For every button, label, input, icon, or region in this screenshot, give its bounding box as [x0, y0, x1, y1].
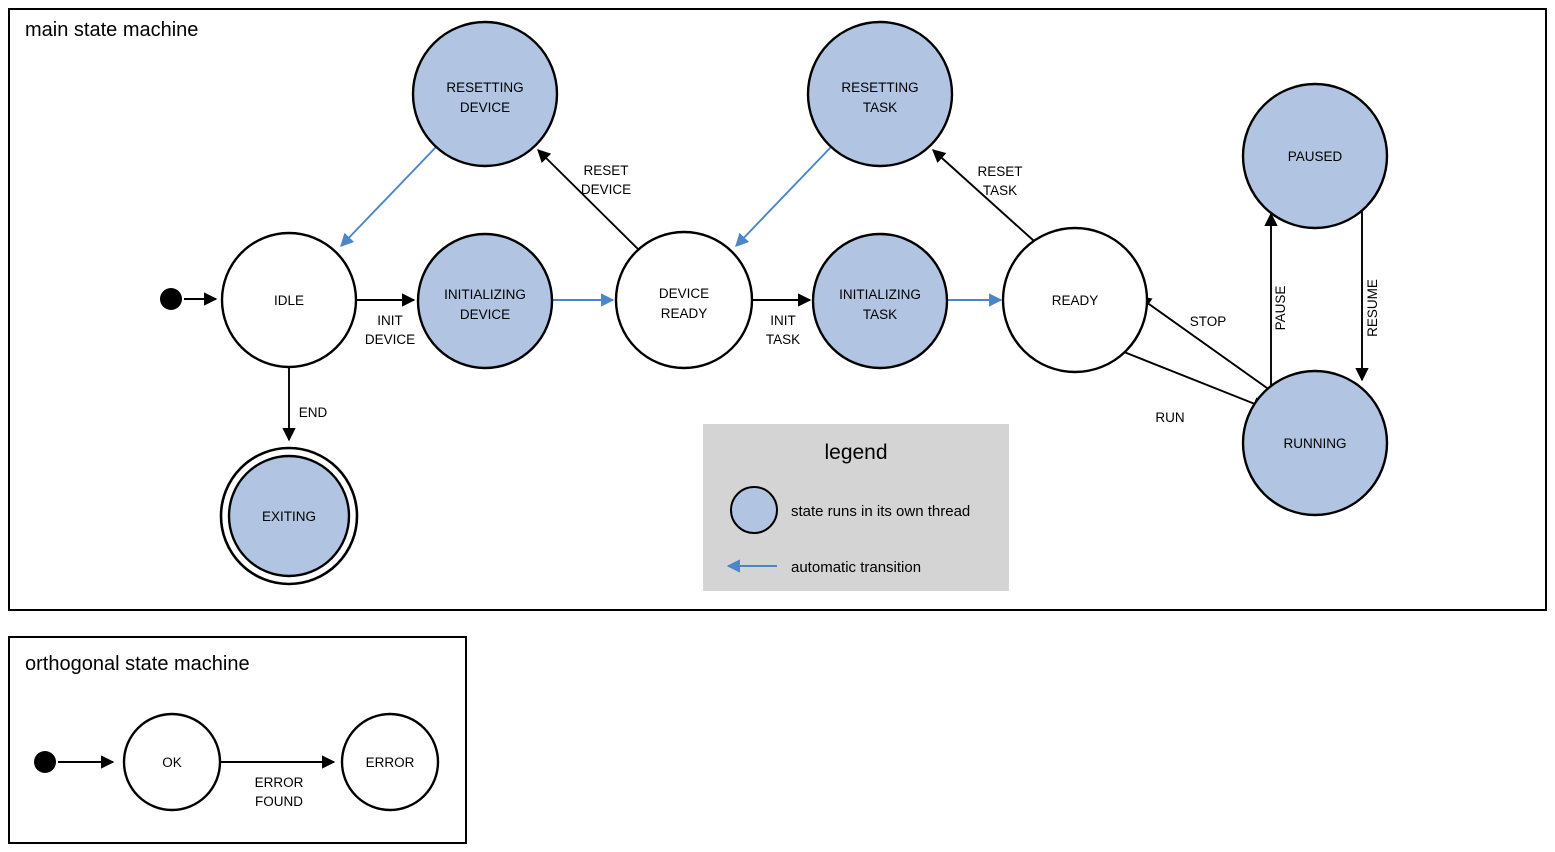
- state-paused[interactable]: PAUSED: [1241, 82, 1389, 230]
- edge-label-reset-task-line2: TASK: [983, 183, 1017, 198]
- state-error-shape[interactable]: [340, 712, 440, 812]
- edge-label-reset-device-line1: RESET: [583, 163, 628, 178]
- states-layer: IDLE RESETTING DEVICE INITIALIZING DEVIC…: [219, 20, 1389, 586]
- state-ok-label: OK: [162, 755, 182, 770]
- orthogonal-state-machine-frame: orthogonal state machine ERROR FOUND OK …: [8, 636, 467, 844]
- edge-label-error-found-line1: ERROR: [255, 775, 304, 790]
- edge-ready-to-resetting-task: [932, 149, 1035, 242]
- state-exiting-shape[interactable]: [227, 454, 351, 578]
- state-resetting-task-label-line2: TASK: [863, 100, 897, 115]
- state-resetting-task-shape[interactable]: [806, 20, 954, 168]
- state-error[interactable]: ERROR: [340, 712, 440, 812]
- main-frame-title: main state machine: [25, 19, 198, 41]
- initial-state-dot: [160, 288, 182, 310]
- state-device-ready-label-line2: READY: [661, 306, 708, 321]
- edge-running-to-ready: [1137, 296, 1268, 389]
- state-ok[interactable]: OK: [122, 712, 222, 812]
- state-resetting-task-label-line1: RESETTING: [841, 80, 918, 95]
- state-initializing-task-label-line2: TASK: [863, 307, 897, 322]
- state-running[interactable]: RUNNING: [1241, 369, 1389, 517]
- state-exiting-label: EXITING: [262, 509, 316, 524]
- edge-label-init-task-line1: INIT: [770, 313, 796, 328]
- state-idle-shape[interactable]: [220, 231, 358, 369]
- state-paused-label: PAUSED: [1288, 149, 1343, 164]
- legend-title: legend: [824, 441, 887, 464]
- state-initializing-device-label-line2: DEVICE: [460, 307, 510, 322]
- state-idle[interactable]: IDLE: [220, 231, 358, 369]
- state-resetting-device-label-line2: DEVICE: [460, 100, 510, 115]
- state-ready[interactable]: READY: [1001, 226, 1149, 374]
- edge-label-pause: PAUSE: [1273, 286, 1288, 331]
- state-resetting-device[interactable]: RESETTING DEVICE: [411, 20, 559, 168]
- legend-auto-transition-text: automatic transition: [791, 559, 921, 576]
- state-resetting-device-shape[interactable]: [411, 20, 559, 168]
- edge-label-resume: RESUME: [1365, 279, 1380, 337]
- transition-labels-layer: INIT DEVICE END RESET DEVICE INIT TASK R…: [299, 163, 1380, 425]
- state-initializing-device-shape[interactable]: [416, 232, 554, 370]
- transitions-layer: [184, 146, 1369, 442]
- edge-device-ready-to-resetting-device: [537, 149, 641, 252]
- state-paused-shape[interactable]: [1241, 82, 1389, 230]
- state-ready-shape[interactable]: [1001, 226, 1149, 374]
- state-ready-label: READY: [1052, 293, 1099, 308]
- state-resetting-task[interactable]: RESETTING TASK: [806, 20, 954, 168]
- edge-label-error-found-line2: FOUND: [255, 794, 303, 809]
- orthogonal-initial-state-dot: [34, 751, 56, 773]
- state-exiting[interactable]: EXITING: [219, 446, 359, 586]
- state-running-label: RUNNING: [1284, 436, 1347, 451]
- state-initializing-device[interactable]: INITIALIZING DEVICE: [416, 232, 554, 370]
- state-device-ready-label-line1: DEVICE: [659, 286, 709, 301]
- state-initializing-device-label-line1: INITIALIZING: [444, 287, 526, 302]
- edge-ready-to-running: [1123, 351, 1267, 410]
- legend: legend state runs in its own thread auto…: [703, 424, 1009, 591]
- legend-thread-state-swatch: [730, 486, 778, 534]
- state-initializing-task[interactable]: INITIALIZING TASK: [811, 232, 949, 370]
- edge-label-init-task-line2: TASK: [766, 332, 800, 347]
- state-running-shape[interactable]: [1241, 369, 1389, 517]
- state-resetting-device-label-line1: RESETTING: [446, 80, 523, 95]
- state-device-ready-shape[interactable]: [614, 230, 754, 370]
- state-device-ready[interactable]: DEVICE READY: [614, 230, 754, 370]
- orthogonal-frame-title: orthogonal state machine: [25, 653, 250, 675]
- edge-label-reset-device-line2: DEVICE: [581, 182, 631, 197]
- edge-label-init-device-line1: INIT: [377, 313, 403, 328]
- state-error-label: ERROR: [366, 755, 415, 770]
- state-initializing-task-label-line1: INITIALIZING: [839, 287, 921, 302]
- state-idle-label: IDLE: [274, 293, 304, 308]
- state-initializing-task-shape[interactable]: [811, 232, 949, 370]
- edge-resetting-task-to-device-ready: [735, 146, 832, 247]
- legend-thread-state-text: state runs in its own thread: [791, 503, 970, 520]
- edge-label-end: END: [299, 405, 328, 420]
- state-ok-shape[interactable]: [122, 712, 222, 812]
- edge-label-stop: STOP: [1190, 314, 1227, 329]
- edge-label-init-device-line2: DEVICE: [365, 332, 415, 347]
- edge-resetting-device-to-idle: [340, 146, 437, 247]
- edge-label-run: RUN: [1155, 410, 1184, 425]
- edge-label-reset-task-line1: RESET: [977, 164, 1022, 179]
